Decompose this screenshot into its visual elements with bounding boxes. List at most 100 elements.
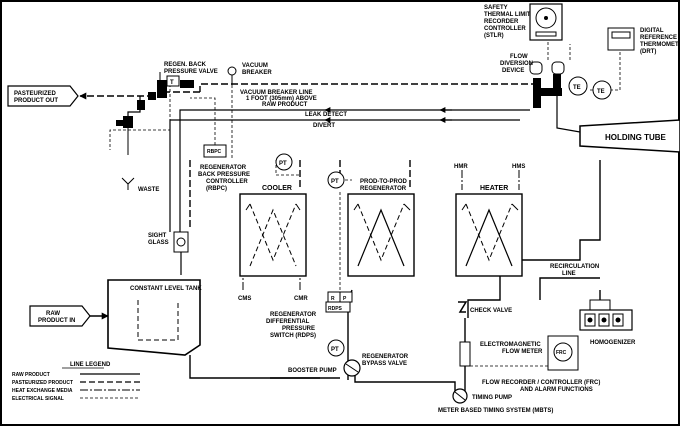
frc-box-label: FRC (556, 350, 567, 356)
recirc-label-2: LINE (562, 271, 576, 277)
legend-item-pasteurized: PASTEURIZED PRODUCT (12, 380, 73, 386)
holding-tube-label: HOLDING TUBE (605, 133, 667, 142)
vacuum-breaker-line-label-1: VACUUM BREAKER LINE (240, 90, 313, 96)
prod-to-prod-regenerator: PROD-TO-PROD REGENERATOR (347, 179, 415, 277)
recirc-label-1: RECIRCULATION (550, 264, 599, 270)
frc-label-1: FLOW RECORDER / CONTROLLER (FRC) (482, 380, 600, 386)
frc: FRC FLOW RECORDER / CONTROLLER (FRC) AND… (482, 335, 600, 393)
diagram-label: PT (331, 347, 339, 353)
drt-label-1: DIGITAL (640, 28, 664, 34)
stlr: SAFETY THERMAL LIMIT RECORDER CONTROLLER… (484, 3, 563, 41)
t-symbol: T (170, 80, 174, 86)
legend-item-raw: RAW PRODUCT (12, 372, 50, 378)
legend-title: LINE LEGEND (70, 362, 111, 368)
sight-glass-label-2: GLASS (148, 240, 169, 246)
cms-label: CMS (238, 296, 251, 302)
raw-product-label-1: RAW (46, 311, 60, 317)
regen-bypass-label-1: REGENERATOR (362, 354, 409, 360)
raw-product-lines (90, 160, 601, 396)
diagram-label: TE (573, 85, 581, 91)
electromagnetic-flow-meter: ELECTROMAGNETIC FLOW METER (459, 341, 543, 367)
diagram-label: PT (331, 179, 339, 185)
stlr-label-3: RECORDER (484, 19, 519, 25)
mag-flow-label-2: FLOW METER (502, 349, 543, 355)
diagram-label: PT (279, 161, 287, 167)
cooler: COOLER CMS CMR (238, 185, 308, 302)
pt-sensor-1: PT (275, 153, 293, 171)
rbpc-box-label: RBPC (207, 149, 222, 155)
rdps-label-4: SWITCH (RDPS) (270, 333, 316, 339)
drt-label-3: THERMOMETER (640, 42, 680, 48)
regen-label-2: REGENERATOR (360, 186, 407, 192)
cmr-label: CMR (294, 296, 308, 302)
te-sensor-2: TE (592, 80, 612, 100)
stlr-label-1: SAFETY (484, 5, 508, 11)
fdd-label-2: DIVERSION (500, 61, 533, 67)
pasteurized-out-label-1: PASTEURIZED (14, 91, 57, 97)
drt-label-2: REFERENCE (640, 35, 677, 41)
booster-pump-label: BOOSTER PUMP (288, 368, 337, 374)
diagram-label: P (343, 296, 347, 302)
regen-bypass-label-2: BYPASS VALVE (362, 361, 407, 367)
frc-label-2: AND ALARM FUNCTIONS (520, 387, 593, 393)
line-legend: LINE LEGEND RAW PRODUCT PASTEURIZED PROD… (12, 362, 140, 402)
cooler-label: COOLER (262, 185, 292, 192)
rdps-label-1: REGENERATOR (270, 312, 317, 318)
divert-valve (137, 100, 145, 110)
vacuum-breaker-line-label-3: RAW PRODUCT (262, 102, 308, 108)
leak-detect-label: LEAK DETECT (305, 112, 347, 118)
timing-pump-label: TIMING PUMP (472, 395, 512, 401)
fdd-label-1: FLOW (510, 54, 528, 60)
hms-label: HMS (512, 164, 525, 170)
regen-back-pressure-valve: T REGEN. BACK PRESSURE VALVE (148, 62, 218, 100)
pt-sensor-2: PT (327, 171, 345, 189)
waste-valve: WASTE (116, 116, 159, 193)
booster-pump: BOOSTER PUMP REGENERATOR BYPASS VALVE (288, 354, 409, 377)
raw-product-in: RAW PRODUCT IN (29, 305, 91, 327)
divert-label: DIVERT (313, 123, 335, 129)
legend-item-electrical: ELECTRICAL SIGNAL (12, 396, 64, 402)
mbts-label: METER BASED TIMING SYSTEM (MBTS) (438, 408, 553, 414)
te-sensor-1: TE (568, 76, 588, 96)
pasteurized-out-label-2: PRODUCT OUT (14, 98, 58, 104)
holding-tube: HOLDING TUBE (579, 119, 680, 153)
rdps-label-2: DIFFERENTIAL (266, 319, 310, 325)
heat-media-lines (242, 170, 520, 290)
fdd-label-3: DEVICE (502, 68, 524, 74)
rbpc-label-4: (RBPC) (206, 186, 227, 192)
rbpc-label-3: CONTROLLER (206, 179, 248, 185)
sight-glass: SIGHT GLASS (148, 231, 189, 275)
check-valve-label: CHECK VALVE (470, 308, 512, 314)
regen-label-1: PROD-TO-PROD (360, 179, 408, 185)
heater: HEATER HMR HMS (454, 164, 525, 277)
pt-sensor-3: PT (327, 339, 345, 357)
vacuum-breaker-label-1: VACUUM (242, 63, 268, 69)
rdps-box-label: RDPS (328, 306, 343, 312)
rdps: R P RDPS REGENERATOR DIFFERENTIAL PRESSU… (266, 291, 353, 339)
vacuum-breaker: VACUUM BREAKER (227, 63, 272, 85)
regen-bpv-label-2: PRESSURE VALVE (164, 69, 218, 75)
vacuum-breaker-label-2: BREAKER (242, 70, 272, 76)
pasteurized-product-out: PASTEURIZED PRODUCT OUT (7, 85, 79, 107)
diagram-label: TE (597, 89, 605, 95)
flow-diversion-device: FLOW DIVERSION DEVICE (500, 54, 581, 133)
rbpc: RBPC REGENERATOR BACK PRESSURE CONTROLLE… (198, 144, 250, 192)
waste-label: WASTE (138, 187, 159, 193)
legend-item-heat: HEAT EXCHANGE MEDIA (12, 388, 73, 394)
diagram-label: R (331, 296, 335, 302)
homogenizer: HOMOGENIZER (579, 299, 636, 346)
stlr-label-2: THERMAL LIMIT (484, 12, 531, 18)
rbpc-label-1: REGENERATOR (200, 165, 247, 171)
drt-label-4: (DRT) (640, 49, 656, 55)
timing-pump: TIMING PUMP METER BASED TIMING SYSTEM (M… (438, 388, 553, 414)
homogenizer-label: HOMOGENIZER (590, 340, 636, 346)
vacuum-breaker-line-label-2: 1 FOOT (305mm) ABOVE (246, 96, 317, 102)
stlr-label-5: (STLR) (484, 33, 504, 39)
rbpc-label-2: BACK PRESSURE (198, 172, 250, 178)
raw-product-label-2: PRODUCT IN (38, 318, 75, 324)
check-valve: CHECK VALVE (458, 301, 512, 314)
stlr-label-4: CONTROLLER (484, 26, 526, 32)
drt: DIGITAL REFERENCE THERMOMETER (DRT) (607, 27, 680, 55)
